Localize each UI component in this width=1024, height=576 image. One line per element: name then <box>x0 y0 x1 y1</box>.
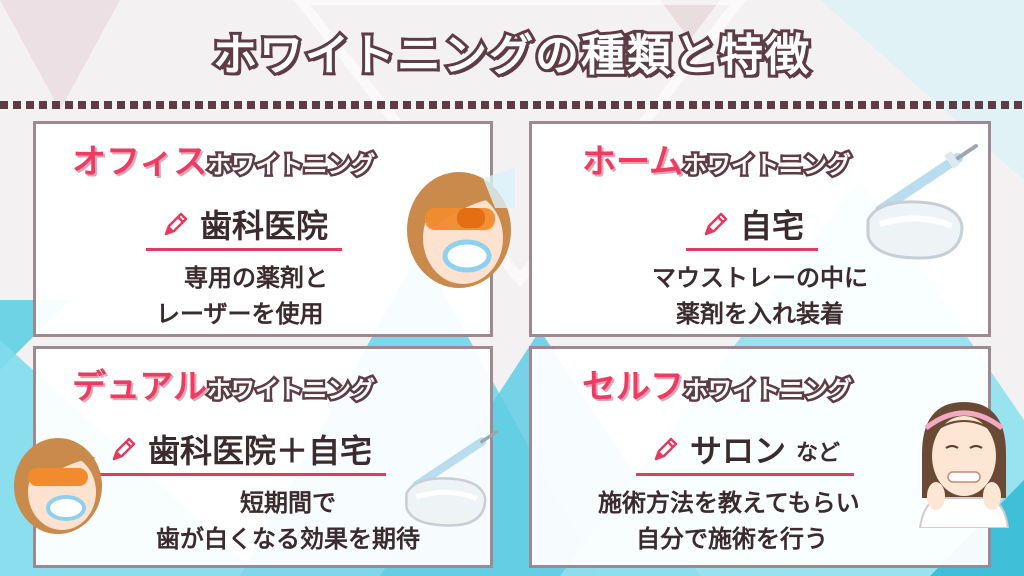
header: ホワイトニングの種類と特徴 <box>0 8 1024 94</box>
card-title-sub: ホワイトニング <box>205 149 378 182</box>
card-title-sub: ホワイトニング <box>682 374 855 407</box>
place-label: 歯科医院 <box>200 207 329 245</box>
card-title-sub: ホワイトニング <box>680 149 853 182</box>
place-row: 歯科医院＋自宅 <box>36 431 490 476</box>
card-self-whitening: セルフホワイトニング サロンなど 施術方法を教えてもらい 自分で施術を行う <box>529 346 991 568</box>
pencil-icon <box>112 437 136 461</box>
pencil-icon <box>654 437 678 461</box>
card-description: 施術方法を教えてもらい 自分で施術を行う <box>532 485 988 557</box>
description-line-1: マウストレーの中に <box>652 264 868 292</box>
card-title: オフィスホワイトニング <box>36 134 526 185</box>
card-description: 短期間で 歯が白くなる効果を期待 <box>36 485 490 557</box>
place-row: サロンなど <box>532 431 988 476</box>
card-title-main: デュアル <box>70 365 210 410</box>
card-description: 専用の薬剤と レーザーを使用 <box>36 260 490 332</box>
place-underline: 歯科医院 <box>146 206 343 251</box>
card-title-main: オフィス <box>69 140 209 185</box>
woman-smiling-illustration <box>918 402 1010 528</box>
page-title: ホワイトニングの種類と特徴 <box>210 27 812 84</box>
card-title: セルフホワイトニング <box>532 359 1024 410</box>
description-line-2: レーザーを使用 <box>156 300 324 328</box>
card-title-main: セルフ <box>580 365 687 410</box>
place-underline: 歯科医院＋自宅 <box>94 431 387 476</box>
pencil-icon <box>164 212 188 236</box>
card-title: デュアルホワイトニング <box>36 359 526 410</box>
card-dual-whitening: デュアルホワイトニング 歯科医院＋自宅 短期間で 歯が白くなる効果を期待 <box>33 346 493 568</box>
dashed-divider <box>0 101 1024 109</box>
place-row: 自宅 <box>532 206 988 251</box>
description-line-1: 施術方法を教えてもらい <box>598 489 860 517</box>
card-title-sub: ホワイトニング <box>204 374 377 407</box>
place-row: 歯科医院 <box>36 206 490 251</box>
pencil-icon <box>704 212 728 236</box>
description-line-2: 自分で施術を行う <box>636 525 828 553</box>
place-label: 自宅 <box>740 207 805 245</box>
description-line-1: 専用の薬剤と <box>184 264 328 292</box>
woman-teeth-laser-illustration <box>14 438 102 534</box>
card-title: ホームホワイトニング <box>532 134 1024 185</box>
place-underline: サロンなど <box>636 431 855 476</box>
mouth-tray-syringe-illustration <box>866 144 978 260</box>
place-suffix: など <box>796 441 841 466</box>
place-underline: 自宅 <box>686 206 819 251</box>
card-title-main: ホーム <box>580 140 686 185</box>
woman-teeth-laser-illustration <box>407 168 515 288</box>
description-line-1: 短期間で <box>240 489 336 517</box>
mouth-tray-syringe-illustration <box>405 429 499 527</box>
description-line-2: 薬剤を入れ装着 <box>676 300 844 328</box>
place-label: サロン <box>690 432 787 470</box>
place-label: 歯科医院＋自宅 <box>148 432 373 470</box>
description-line-2: 歯が白くなる効果を期待 <box>156 525 420 553</box>
card-description: マウストレーの中に 薬剤を入れ装着 <box>532 260 988 332</box>
